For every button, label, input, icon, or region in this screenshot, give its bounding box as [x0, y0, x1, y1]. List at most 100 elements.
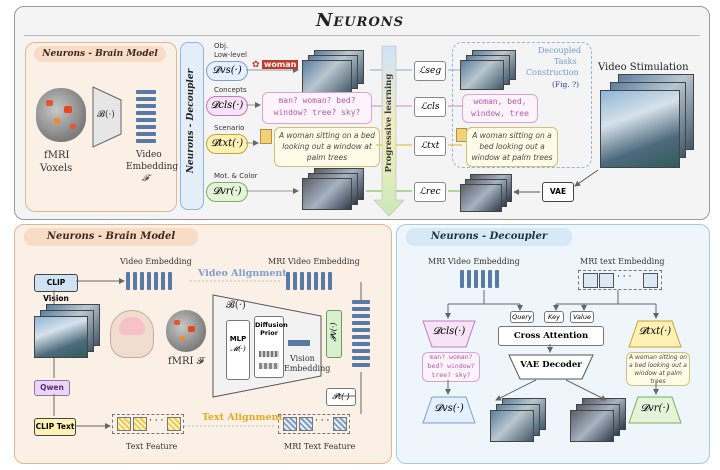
brain-image — [36, 88, 86, 142]
vae-decoder-label: VAE Decoder — [520, 360, 582, 370]
bl-brain-image — [166, 310, 206, 352]
dvs-trapezoid — [422, 396, 476, 424]
bl-connectors — [53, 278, 362, 429]
vae-decoder-trapezoid — [508, 354, 594, 380]
bl-video-frame-1 — [34, 316, 88, 358]
seg-frame-1 — [302, 60, 352, 94]
dtxt-node: 𝓓txt(·) — [206, 134, 248, 154]
fig-reference-link[interactable]: (Fig. ?) — [552, 80, 580, 89]
pv-box: 𝓟v(·) — [326, 310, 342, 358]
vision-embedding-bar — [288, 340, 310, 346]
br-mri-text-row: · · · — [578, 270, 662, 290]
diffusion-prior-box: Diffusion Prior — [254, 316, 288, 378]
title-underline — [24, 35, 700, 36]
progressive-learning-label: Progressive learning — [384, 73, 394, 173]
br-mri-text-embedding-label: MRI text Embedding — [580, 257, 665, 266]
decoupler-column — [180, 42, 204, 210]
br-mri-video-bars — [460, 270, 506, 288]
qwen-box: Qwen — [34, 380, 70, 396]
dvr-trapezoid — [628, 396, 682, 424]
bl-video-embedding-bars — [126, 272, 186, 290]
embedding-label: Embedding — [126, 162, 179, 172]
cross-attention-box: Cross Attention — [498, 326, 604, 346]
key-label: Key — [544, 311, 564, 323]
mri-text-feature-ellipsis: · · · — [315, 416, 330, 426]
bl-video-embedding-label: Video Embedding — [120, 257, 192, 266]
video-embedding-stack — [136, 90, 156, 144]
bl-mri-embedding-column — [352, 300, 370, 370]
bl-b-label: 𝓑(·) — [226, 300, 246, 311]
b-function-label: 𝓑(·) — [97, 110, 115, 120]
decoupled-tasks-region — [452, 42, 592, 168]
top-brain-tag: Neurons - Brain Model — [34, 46, 166, 62]
head-silhouette-icon — [110, 310, 154, 358]
mlp-label: MLP — [229, 335, 247, 343]
scenario-doc-icon — [260, 129, 272, 144]
diffusion-prior-label-2: Prior — [260, 329, 278, 337]
branch-scenario-label: Scenario — [214, 124, 245, 132]
dcls-node: 𝓓cls(·) — [206, 96, 248, 116]
mri-text-feature-label: MRI Text Feature — [284, 442, 356, 451]
diffusion-prior-label-1: Diffusion — [255, 321, 288, 329]
branch-concepts-label: Concepts — [214, 86, 247, 94]
vision-embedding-label-1: Vision — [290, 354, 315, 363]
bottom-brain-tag: Neurons - Brain Model — [24, 228, 198, 246]
loss-rec: ℒrec — [414, 182, 446, 202]
vision-embedding-label-2: Embedding — [284, 364, 331, 373]
rec-frame-1 — [302, 178, 352, 210]
mlp-box: MLP 𝓜(·) — [226, 320, 250, 380]
bl-fmri-label: fMRI 𝓕 — [168, 356, 204, 367]
stim-frame-1 — [600, 90, 680, 168]
br-dvr-label: 𝓓vr(·) — [640, 403, 670, 414]
br-rec-frame-1 — [570, 410, 614, 442]
loss-cls: ℒcls — [414, 97, 446, 117]
branch-motion-label: Mot. & Color — [214, 172, 258, 180]
qwen-label: Qwen — [40, 383, 64, 392]
mri-text-feature-row: · · · — [278, 414, 350, 434]
query-label: Query — [510, 311, 534, 323]
video-label: Video — [136, 150, 162, 160]
text-alignment-label: Text Alignment — [202, 412, 283, 423]
text-feature-row: · · · — [112, 414, 184, 434]
loss-txt: ℒtxt — [414, 136, 446, 156]
concept-query-box: man? woman? bed? window? tree? sky? — [262, 92, 372, 124]
m-label: 𝓜(·) — [230, 345, 246, 353]
f-label: 𝓕 — [142, 174, 149, 184]
diffusion-noise-icon — [259, 351, 279, 357]
br-scenario-box: A woman sitting on a bed looking out a w… — [626, 352, 690, 386]
text-feature-ellipsis: · · · — [149, 416, 164, 426]
br-connectors — [445, 290, 659, 401]
decoupled-title-2: Tasks — [554, 57, 577, 66]
br-dcls-label: 𝓓cls(·) — [432, 326, 466, 337]
target-concepts-box: woman, bed, window, tree — [462, 94, 538, 123]
woman-tag-text: woman — [262, 60, 299, 69]
br-dtxt-label: 𝓓txt(·) — [638, 326, 672, 337]
b-trapezoid — [92, 86, 122, 148]
bl-mri-video-embedding-bars — [286, 272, 346, 290]
br-seg-frame-1 — [490, 410, 534, 442]
target-scenario-box: A woman sitting on a bed looking out a w… — [466, 127, 558, 167]
diffusion-noise-icon-2 — [259, 363, 279, 369]
clip-vision-box: CLIP Vision — [34, 274, 78, 303]
dcls-trapezoid — [422, 320, 476, 348]
br-text-row-ellipsis: · · · — [617, 272, 632, 282]
decoupled-title-3: Construction — [526, 68, 579, 77]
br-mri-video-embedding-label: MRI Video Embedding — [428, 257, 520, 266]
scenario-text-box: A woman sitting on a bed looking out a w… — [274, 127, 380, 167]
loss-seg: ℒseg — [414, 61, 446, 81]
target-rec-frame-1 — [460, 184, 502, 212]
woman-tag: ✿ woman — [252, 60, 299, 72]
decoupled-title-1: Decoupled — [538, 46, 582, 55]
bottom-decoupler-tag: Neurons - Decoupler — [406, 228, 572, 246]
video-stimulation-label: Video Stimulation — [598, 62, 689, 73]
dvs-node: 𝓓vs(·) — [206, 61, 248, 81]
video-alignment-label: Video Alignment — [198, 268, 287, 279]
fmri-label: fMRI — [44, 150, 70, 161]
branch-lowlevel-label: Low-level — [214, 51, 247, 59]
target-seg-frame-1 — [460, 60, 504, 90]
br-dvs-label: 𝓓vs(·) — [434, 403, 464, 414]
woman-tag-icon: ✿ — [252, 60, 260, 70]
dtxt-trapezoid — [628, 320, 682, 348]
dvr-node: 𝓓vr(·) — [206, 182, 248, 202]
value-label: Value — [570, 311, 594, 323]
